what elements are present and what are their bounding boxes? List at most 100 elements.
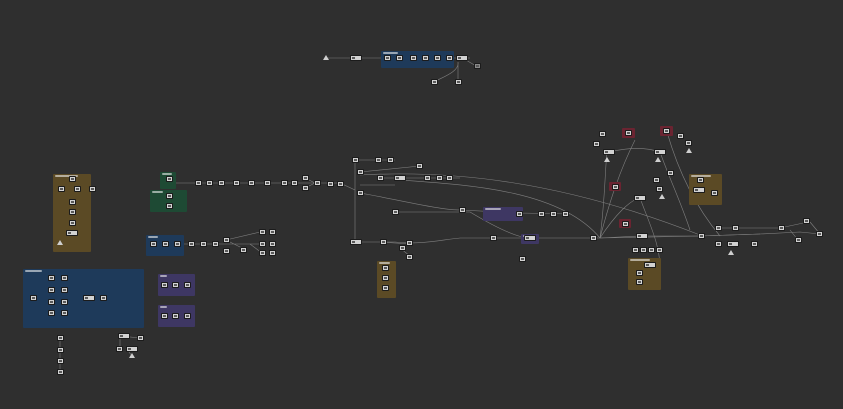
node[interactable] xyxy=(166,203,173,209)
node[interactable] xyxy=(48,275,55,281)
node[interactable] xyxy=(172,282,179,288)
node[interactable] xyxy=(327,181,334,187)
node[interactable] xyxy=(291,180,298,186)
node[interactable] xyxy=(74,186,81,192)
node[interactable] xyxy=(732,225,739,231)
node[interactable] xyxy=(161,313,168,319)
node[interactable] xyxy=(667,170,674,176)
node[interactable] xyxy=(599,131,606,137)
node[interactable] xyxy=(126,346,138,352)
node[interactable] xyxy=(384,55,391,61)
output-node-icon[interactable] xyxy=(659,194,665,199)
node[interactable] xyxy=(516,211,523,217)
node[interactable] xyxy=(634,195,646,201)
node[interactable] xyxy=(456,55,468,61)
node[interactable] xyxy=(446,175,453,181)
node[interactable] xyxy=(778,225,785,231)
node[interactable] xyxy=(233,180,240,186)
output-node-icon[interactable] xyxy=(323,55,329,60)
node[interactable] xyxy=(727,241,739,247)
node[interactable] xyxy=(69,209,76,215)
node[interactable] xyxy=(377,175,384,181)
node[interactable] xyxy=(259,250,266,256)
node[interactable] xyxy=(656,247,663,253)
node[interactable] xyxy=(382,275,389,281)
node[interactable] xyxy=(89,186,96,192)
node[interactable] xyxy=(715,241,722,247)
node[interactable] xyxy=(538,211,545,217)
node[interactable] xyxy=(431,79,438,85)
node[interactable] xyxy=(711,190,718,196)
node[interactable] xyxy=(382,265,389,271)
node[interactable] xyxy=(264,180,271,186)
node[interactable] xyxy=(259,229,266,235)
node[interactable] xyxy=(137,335,144,341)
node[interactable] xyxy=(61,299,68,305)
node[interactable] xyxy=(590,235,597,241)
node[interactable] xyxy=(632,247,639,253)
node[interactable] xyxy=(697,177,704,183)
node[interactable] xyxy=(188,241,195,247)
node[interactable] xyxy=(648,247,655,253)
node[interactable] xyxy=(66,230,78,236)
node[interactable] xyxy=(622,221,629,227)
output-node-icon[interactable] xyxy=(686,148,692,153)
node[interactable] xyxy=(184,313,191,319)
node[interactable] xyxy=(350,239,362,245)
node[interactable] xyxy=(174,241,181,247)
node[interactable] xyxy=(434,55,441,61)
node[interactable] xyxy=(150,241,157,247)
node[interactable] xyxy=(269,250,276,256)
node[interactable] xyxy=(58,186,65,192)
group-blue-top[interactable] xyxy=(381,51,454,68)
node[interactable] xyxy=(653,177,660,183)
node[interactable] xyxy=(636,270,643,276)
node[interactable] xyxy=(562,211,569,217)
output-node-icon[interactable] xyxy=(655,157,661,162)
node[interactable] xyxy=(218,180,225,186)
node[interactable] xyxy=(223,237,230,243)
node[interactable] xyxy=(223,248,230,254)
node[interactable] xyxy=(30,295,37,301)
group-purple-center[interactable] xyxy=(483,207,523,221)
node[interactable] xyxy=(603,149,615,155)
node[interactable] xyxy=(399,245,406,251)
node[interactable] xyxy=(357,169,364,175)
node[interactable] xyxy=(57,358,64,364)
node[interactable] xyxy=(206,180,213,186)
node[interactable] xyxy=(416,163,423,169)
node[interactable] xyxy=(172,313,179,319)
node[interactable] xyxy=(387,157,394,163)
node[interactable] xyxy=(350,55,362,61)
node[interactable] xyxy=(61,287,68,293)
node[interactable] xyxy=(698,233,705,239)
output-node-icon[interactable] xyxy=(728,250,734,255)
node[interactable] xyxy=(640,247,647,253)
node[interactable] xyxy=(625,130,632,136)
node[interactable] xyxy=(57,369,64,375)
node[interactable] xyxy=(644,262,656,268)
node[interactable] xyxy=(751,241,758,247)
node[interactable] xyxy=(636,233,648,239)
node[interactable] xyxy=(459,207,466,213)
node[interactable] xyxy=(490,235,497,241)
output-node-icon[interactable] xyxy=(604,157,610,162)
node[interactable] xyxy=(61,310,68,316)
node[interactable] xyxy=(816,231,823,237)
node[interactable] xyxy=(302,175,309,181)
node[interactable] xyxy=(48,299,55,305)
node[interactable] xyxy=(116,346,123,352)
node[interactable] xyxy=(269,241,276,247)
node[interactable] xyxy=(436,175,443,181)
node[interactable] xyxy=(636,279,643,285)
node[interactable] xyxy=(281,180,288,186)
node[interactable] xyxy=(550,211,557,217)
node[interactable] xyxy=(474,63,481,69)
node[interactable] xyxy=(519,256,526,262)
node[interactable] xyxy=(240,247,247,253)
node[interactable] xyxy=(57,347,64,353)
node[interactable] xyxy=(677,133,684,139)
node[interactable] xyxy=(162,241,169,247)
node[interactable] xyxy=(795,237,802,243)
node[interactable] xyxy=(48,287,55,293)
